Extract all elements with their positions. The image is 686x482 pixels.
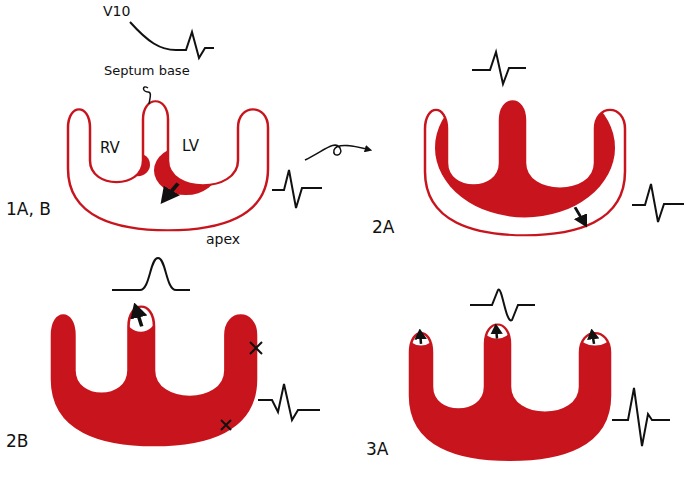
panel-label: 1A, B [6, 200, 51, 219]
panel-label: 2B [6, 432, 28, 451]
panel-label: V10 [103, 4, 130, 19]
panel-label: Septum base [104, 64, 190, 78]
panel-label: apex [206, 232, 240, 247]
panel-label: RV [100, 140, 120, 157]
panel-label: 3A [366, 440, 388, 459]
panel-label: LV [182, 138, 199, 155]
panel-label: 2A [372, 218, 394, 237]
